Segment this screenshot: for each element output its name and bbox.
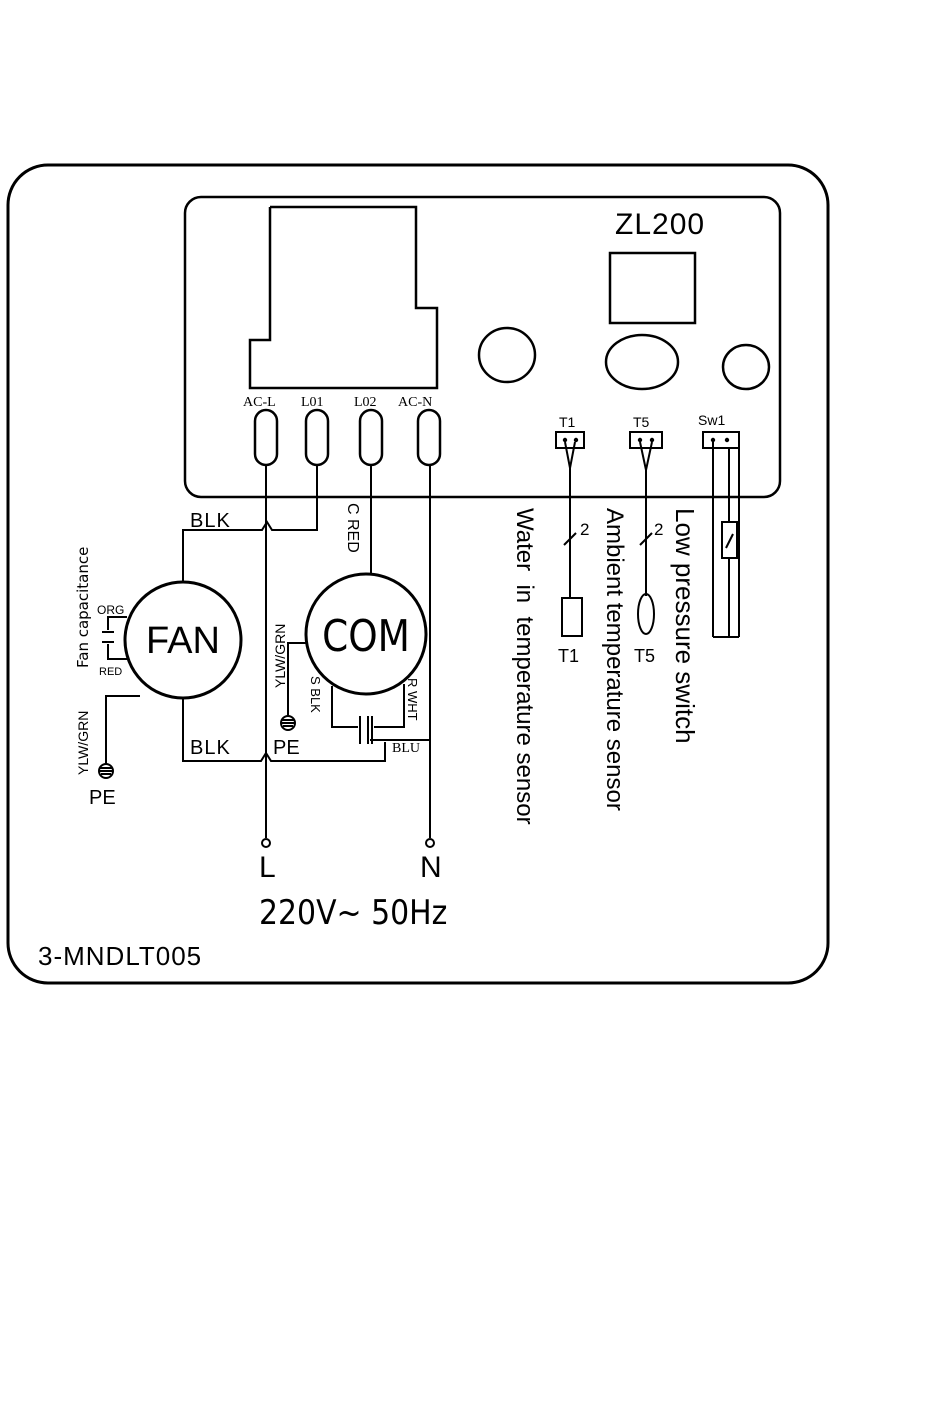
wire-blk-top: BLK (190, 510, 231, 532)
t1-sensor-label: T1 (558, 646, 579, 666)
terminal-lug-l01 (306, 410, 328, 465)
ambient-sensor-label: Ambient temperature sensor (601, 508, 628, 811)
terminal-lug-ac-n (418, 410, 440, 465)
fan-motor-label: FAN (146, 620, 220, 662)
wire-s-blk: S BLK (308, 676, 323, 713)
board-model: ZL200 (615, 208, 705, 241)
board-knob-2 (606, 335, 678, 389)
connector-t1 (556, 432, 584, 448)
fan-capacitance-label: Fan capacitance (74, 547, 92, 668)
connector-t5-label: T5 (633, 414, 650, 430)
connector-t1-label: T1 (559, 414, 576, 430)
terminal-l01: L01 (301, 395, 324, 410)
controller-board (185, 197, 780, 497)
power-neutral-label: N (420, 851, 442, 884)
wire-r-wht: R WHT (405, 678, 420, 721)
wire-ylw-grn-com: YLW/GRN (272, 624, 288, 688)
terminal-ac-l: AC-L (243, 395, 276, 410)
compressor-motor-label: COM (322, 610, 410, 662)
pe-com-label: PE (273, 737, 300, 759)
wire-red: RED (99, 666, 122, 678)
t1-wire-count: 2 (580, 520, 589, 539)
document-code: 3-MNDLT005 (38, 941, 202, 971)
terminal-l02: L02 (354, 395, 377, 410)
board-display (610, 253, 695, 323)
t5-sensor-label: T5 (634, 646, 655, 666)
wire-org: ORG (97, 603, 124, 617)
wire-ylw-grn-fan: YLW/GRN (75, 711, 91, 775)
board-knob-3 (723, 345, 769, 389)
connector-sw1-label: Sw1 (698, 412, 725, 428)
outer-frame (8, 165, 828, 983)
water-in-sensor-label: Water in temperature sensor (511, 508, 538, 825)
wire-c-red: C RED (344, 503, 361, 553)
wire-blk-bottom: BLK (190, 737, 231, 759)
low-pressure-switch-label: Low pressure switch (670, 508, 700, 744)
terminal-lug-l02 (360, 410, 382, 465)
connector-t5 (630, 432, 662, 448)
t5-sensor-probe (638, 594, 654, 634)
wire-blu: BLU (392, 741, 420, 756)
terminal-lug-ac-l (255, 410, 277, 465)
connector-sw1 (703, 432, 739, 448)
t1-sensor-probe (562, 598, 582, 636)
t5-wire-count: 2 (654, 520, 663, 539)
pe-fan-label: PE (89, 787, 116, 809)
power-line-label: L (259, 851, 276, 884)
power-supply-label: 220V~ 50Hz (259, 892, 447, 932)
terminal-ac-n: AC-N (398, 395, 432, 410)
relay-block (250, 207, 437, 388)
board-knob-1 (479, 328, 535, 382)
